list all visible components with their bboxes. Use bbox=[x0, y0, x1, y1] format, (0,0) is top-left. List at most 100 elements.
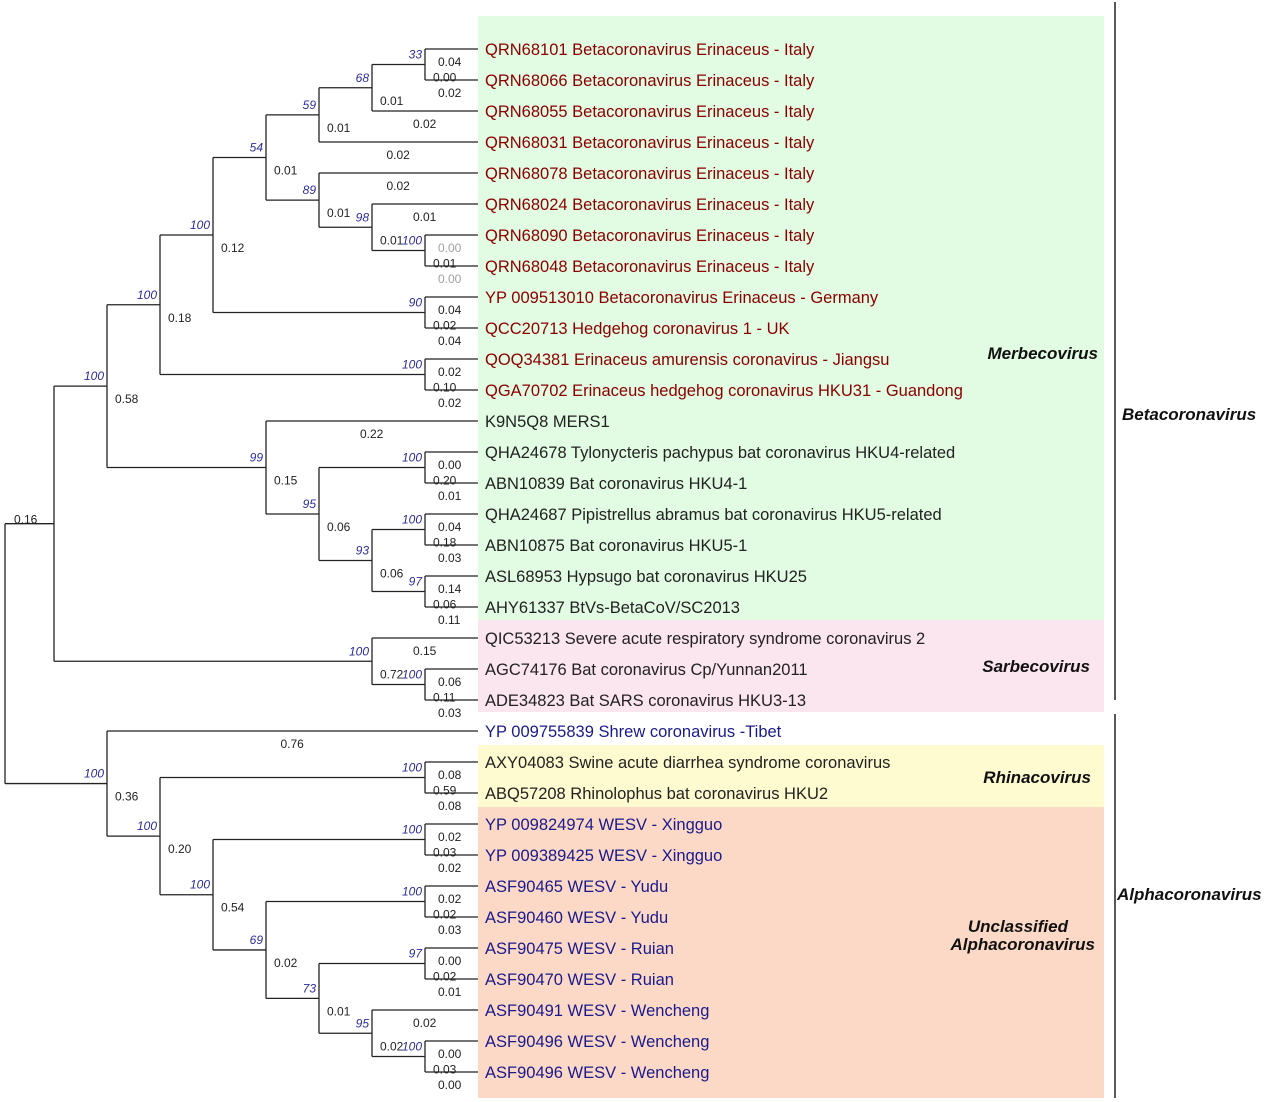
taxon-label: YP 009824974 WESV - Xingguo bbox=[485, 816, 722, 834]
taxon-label: K9N5Q8 MERS1 bbox=[485, 413, 610, 431]
taxon-label: ASF90496 WESV - Wencheng bbox=[485, 1064, 709, 1082]
branch-length-label: 0.03 bbox=[438, 706, 462, 720]
tree-edges bbox=[4, 48, 478, 1073]
branch-length-label: 0.02 bbox=[438, 892, 462, 906]
bootstrap-value: 100 bbox=[402, 668, 422, 682]
bootstrap-value: 98 bbox=[356, 210, 370, 224]
branch-length-label: 0.08 bbox=[438, 768, 462, 782]
branch-length-label: 0.00 bbox=[438, 272, 462, 286]
branch-length-label: 0.08 bbox=[438, 799, 462, 813]
taxon-label: ASL68953 Hypsugo bat coronavirus HKU25 bbox=[485, 568, 807, 586]
taxon-label: QRN68024 Betacoronavirus Erinaceus - Ita… bbox=[485, 196, 815, 214]
branch-length-label: 0.58 bbox=[115, 392, 139, 406]
branch-length-label: 0.18 bbox=[168, 311, 192, 325]
bootstrap-value: 100 bbox=[402, 1040, 422, 1054]
branch-length-label: 0.10 bbox=[433, 381, 457, 395]
branch-length-label: 0.16 bbox=[14, 513, 38, 527]
taxon-label: QIC53213 Severe acute respiratory syndro… bbox=[485, 630, 925, 648]
branch-length-label: 0.03 bbox=[433, 1063, 457, 1077]
unclassified-alphacoronavirus-band bbox=[478, 807, 1104, 1098]
bootstrap-value: 95 bbox=[356, 1016, 370, 1030]
branch-length-label: 0.03 bbox=[433, 846, 457, 860]
taxon-label: QRN68031 Betacoronavirus Erinaceus - Ita… bbox=[485, 134, 815, 152]
taxon-label: AGC74176 Bat coronavirus Cp/Yunnan2011 bbox=[485, 661, 808, 679]
taxon-label: QRN68101 Betacoronavirus Erinaceus - Ita… bbox=[485, 41, 815, 59]
branch-length-label: 0.01 bbox=[413, 210, 437, 224]
branch-length-label: 0.02 bbox=[413, 117, 437, 131]
bootstrap-value: 100 bbox=[84, 369, 104, 383]
branch-length-label: 0.02 bbox=[438, 86, 462, 100]
bootstrap-value: 100 bbox=[137, 819, 157, 833]
tree-labels: 330.00680.01590.011000.01980.01890.01540… bbox=[14, 41, 963, 1092]
branch-length-label: 0.76 bbox=[281, 737, 305, 751]
taxon-label: ASF90465 WESV - Yudu bbox=[485, 878, 668, 896]
branch-length-label: 0.01 bbox=[327, 206, 351, 220]
taxon-label: AXY04083 Swine acute diarrhea syndrome c… bbox=[485, 754, 890, 772]
branch-length-label: 0.02 bbox=[274, 956, 298, 970]
branch-length-label: 0.06 bbox=[438, 675, 462, 689]
bootstrap-value: 59 bbox=[303, 98, 317, 112]
branch-length-label: 0.00 bbox=[433, 71, 457, 85]
bootstrap-value: 68 bbox=[356, 71, 370, 85]
taxon-label: ABN10875 Bat coronavirus HKU5-1 bbox=[485, 537, 747, 555]
branch-length-label: 0.11 bbox=[433, 691, 456, 705]
taxon-label: ASF90496 WESV - Wencheng bbox=[485, 1033, 709, 1051]
bootstrap-value: 100 bbox=[402, 358, 422, 372]
branch-length-label: 0.00 bbox=[438, 1078, 462, 1092]
bootstrap-value: 100 bbox=[402, 513, 422, 527]
branch-length-label: 0.14 bbox=[438, 582, 462, 596]
bootstrap-value: 100 bbox=[402, 761, 422, 775]
taxon-label: YP 009389425 WESV - Xingguo bbox=[485, 847, 722, 865]
taxon-label: ASF90470 WESV - Ruian bbox=[485, 971, 674, 989]
taxon-label: YP 009513010 Betacoronavirus Erinaceus -… bbox=[485, 289, 879, 307]
branch-length-label: 0.15 bbox=[413, 644, 437, 658]
clade-label-unclassified: Unclassified bbox=[968, 917, 1069, 936]
taxon-label: QGA70702 Erinaceus hedgehog coronavirus … bbox=[485, 382, 963, 400]
bootstrap-value: 100 bbox=[84, 767, 104, 781]
branch-length-label: 0.02 bbox=[387, 148, 411, 162]
branch-length-label: 0.03 bbox=[438, 923, 462, 937]
bootstrap-value: 100 bbox=[190, 218, 210, 232]
branch-length-label: 0.00 bbox=[438, 954, 462, 968]
bootstrap-value: 100 bbox=[402, 823, 422, 837]
bootstrap-value: 100 bbox=[402, 451, 422, 465]
clade-label-rhinacovirus: Rhinacovirus bbox=[983, 768, 1091, 787]
clade-label-merbecovirus: Merbecovirus bbox=[987, 344, 1098, 363]
bootstrap-value: 93 bbox=[356, 544, 370, 558]
taxon-label: ABQ57208 Rhinolophus bat coronavirus HKU… bbox=[485, 785, 828, 803]
taxon-label: ASF90491 WESV - Wencheng bbox=[485, 1002, 709, 1020]
merbecovirus-band bbox=[478, 16, 1104, 620]
branch-length-label: 0.02 bbox=[433, 908, 457, 922]
bootstrap-value: 97 bbox=[409, 575, 424, 589]
branch-length-label: 0.18 bbox=[433, 536, 457, 550]
branch-length-label: 0.00 bbox=[438, 458, 462, 472]
taxon-label: ABN10839 Bat coronavirus HKU4-1 bbox=[485, 475, 747, 493]
taxon-label: QHA24687 Pipistrellus abramus bat corona… bbox=[485, 506, 942, 524]
branch-length-label: 0.02 bbox=[438, 861, 462, 875]
branch-length-label: 0.06 bbox=[380, 567, 404, 581]
branch-length-label: 0.06 bbox=[327, 520, 351, 534]
branch-length-label: 0.03 bbox=[438, 551, 462, 565]
branch-length-label: 0.02 bbox=[433, 970, 457, 984]
bootstrap-value: 90 bbox=[409, 296, 423, 310]
branch-length-label: 0.01 bbox=[380, 94, 404, 108]
branch-length-label: 0.22 bbox=[360, 427, 384, 441]
branch-length-label: 0.04 bbox=[438, 55, 462, 69]
branch-length-label: 0.01 bbox=[327, 121, 351, 135]
branch-length-label: 0.02 bbox=[438, 830, 462, 844]
branch-length-label: 0.15 bbox=[274, 474, 298, 488]
branch-length-label: 0.54 bbox=[221, 901, 245, 915]
clade-label-unclassified-alpha: Alphacoronavirus bbox=[949, 935, 1095, 954]
bootstrap-value: 100 bbox=[402, 885, 422, 899]
branch-length-label: 0.36 bbox=[115, 790, 139, 804]
clade-label-sarbecovirus: Sarbecovirus bbox=[982, 657, 1090, 676]
bootstrap-value: 54 bbox=[250, 141, 264, 155]
rhinacovirus-band bbox=[478, 745, 1104, 807]
bootstrap-value: 33 bbox=[409, 48, 423, 62]
branch-length-label: 0.02 bbox=[413, 1016, 437, 1030]
bootstrap-value: 69 bbox=[250, 933, 264, 947]
branch-length-label: 0.72 bbox=[380, 667, 404, 681]
branch-length-label: 0.01 bbox=[438, 489, 462, 503]
branch-length-label: 0.20 bbox=[168, 842, 192, 856]
taxon-label: ADE34823 Bat SARS coronavirus HKU3-13 bbox=[485, 692, 806, 710]
